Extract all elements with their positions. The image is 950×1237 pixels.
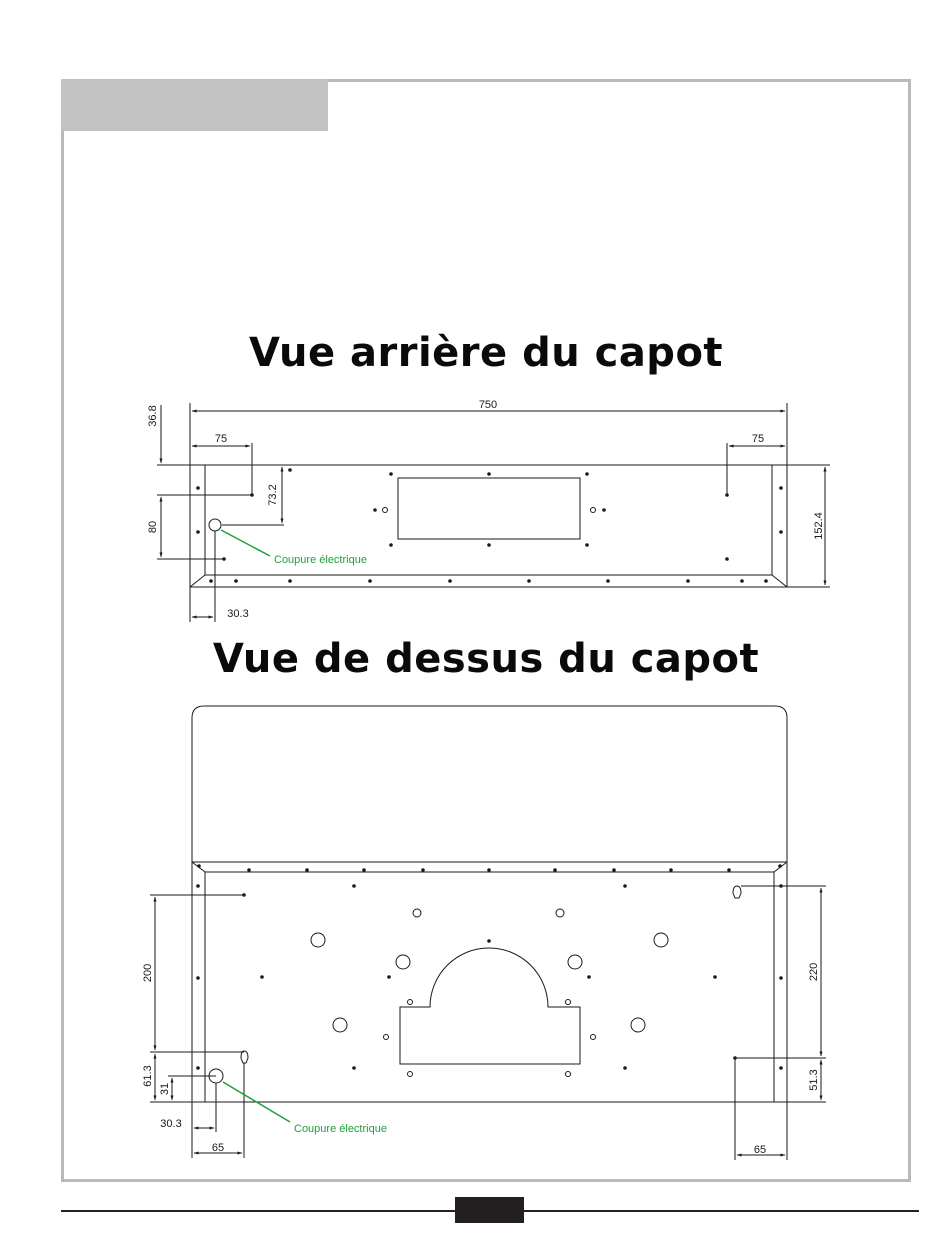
footer-page-tab <box>455 1197 524 1223</box>
rear-dim-36-8: 36.8 <box>147 405 159 426</box>
top-dim-61-3: 61.3 <box>142 1065 154 1086</box>
rear-view-drawing <box>157 403 830 622</box>
keyhole-slot <box>241 1051 248 1063</box>
top-hole <box>333 1018 347 1032</box>
top-dim-65-left: 65 <box>212 1142 224 1154</box>
top-fastener-points <box>196 864 783 1070</box>
top-dim-200: 200 <box>142 964 154 982</box>
top-dim-220: 220 <box>808 963 820 981</box>
top-hole <box>631 1018 645 1032</box>
top-dim-51-3: 51.3 <box>808 1069 820 1090</box>
top-hole <box>568 955 582 969</box>
rear-panel-outline <box>190 465 787 587</box>
rear-dim-width: 750 <box>479 399 497 411</box>
top-hole <box>396 955 410 969</box>
top-dim-65-right: 65 <box>754 1144 766 1156</box>
top-dim-31: 31 <box>159 1083 171 1095</box>
top-hole-small <box>413 909 421 917</box>
top-cut-label: Coupure électrique <box>294 1123 387 1135</box>
rear-dim-152-4: 152.4 <box>813 512 825 540</box>
top-lid-outline <box>192 706 787 862</box>
rear-cable-hole <box>209 519 221 531</box>
rear-dim-80: 80 <box>147 521 159 533</box>
rear-dim-73-2: 73.2 <box>267 484 279 505</box>
top-small-rings <box>384 1000 596 1077</box>
top-view-drawing <box>150 706 826 1160</box>
rear-dim-30-3: 30.3 <box>227 608 248 620</box>
top-dim-30-3: 30.3 <box>160 1118 181 1130</box>
rear-cut-leader <box>221 530 270 556</box>
top-hole-small <box>556 909 564 917</box>
top-arch-cutout <box>400 948 580 1064</box>
rear-small-rings <box>383 508 596 513</box>
top-hole <box>654 933 668 947</box>
top-hole <box>311 933 325 947</box>
keyhole-slot <box>733 886 741 898</box>
rear-dim-left-75: 75 <box>215 433 227 445</box>
rear-dim-right-75: 75 <box>752 433 764 445</box>
rear-cut-label: Coupure électrique <box>274 554 367 566</box>
rear-window-cutout <box>398 478 580 539</box>
